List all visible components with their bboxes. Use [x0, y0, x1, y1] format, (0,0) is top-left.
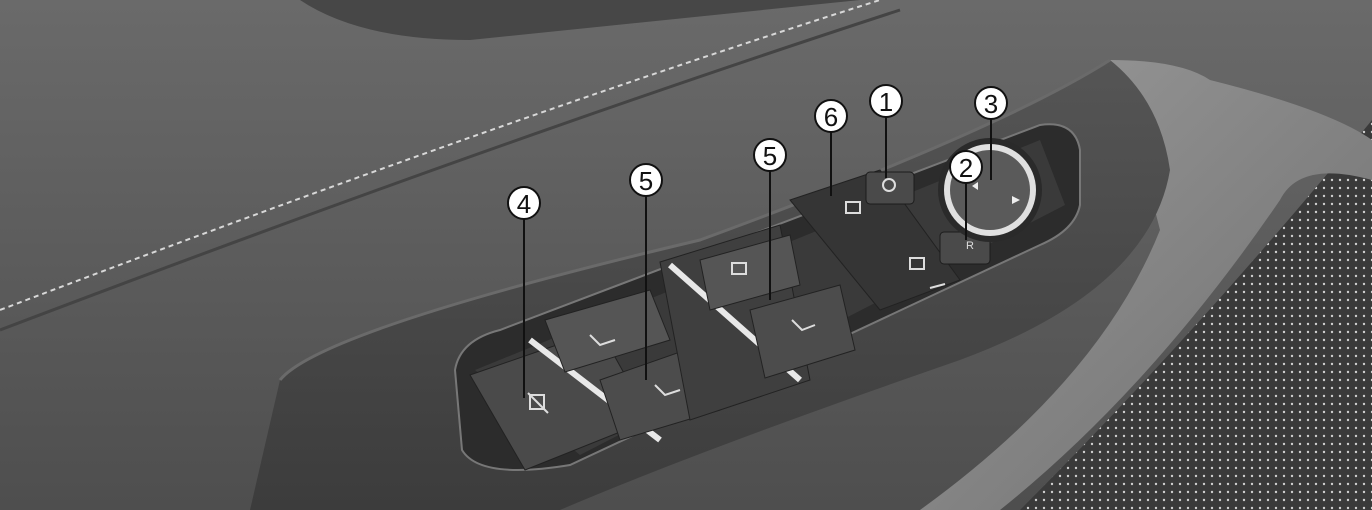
callout-leaders [523, 101, 992, 398]
mirror-fold-button[interactable] [865, 171, 915, 205]
lock-icon [909, 257, 925, 270]
callout-4: 4 [507, 186, 541, 220]
mirror-select-label: R [966, 240, 974, 252]
door-trim [920, 60, 1372, 510]
svg-text:1: 1 [879, 87, 893, 117]
window-icon [654, 384, 681, 397]
svg-text:4: 4 [517, 189, 531, 219]
window-lock-button[interactable] [527, 392, 549, 414]
svg-text:6: 6 [824, 102, 838, 132]
callout-1: 1 [869, 84, 903, 118]
callout-5a: 5 [629, 163, 663, 197]
svg-text:2: 2 [959, 153, 973, 183]
svg-text:5: 5 [639, 166, 653, 196]
window-switch-rear-right[interactable] [659, 224, 856, 421]
callout-3: 3 [974, 86, 1008, 120]
arrow-icon [1012, 196, 1020, 204]
arrow-icon [972, 182, 978, 190]
callout-5b: 5 [753, 138, 787, 172]
window-icon [731, 262, 747, 275]
window-icon [589, 334, 616, 347]
svg-text:5: 5 [763, 141, 777, 171]
seam-line [0, 8, 901, 332]
mirror-icon [882, 178, 896, 192]
stitching-upper [0, 0, 881, 311]
callout-2: 2 [949, 150, 983, 184]
callout-6: 6 [814, 99, 848, 133]
upper-trim [300, 0, 860, 40]
door-lock-switch[interactable] [789, 169, 961, 311]
svg-text:3: 3 [984, 89, 998, 119]
armrest-edge [278, 58, 1111, 381]
unlock-icon [845, 201, 861, 214]
window-icon [791, 319, 816, 332]
window-lock-icon [529, 394, 545, 410]
speaker-grille [1020, 120, 1372, 510]
